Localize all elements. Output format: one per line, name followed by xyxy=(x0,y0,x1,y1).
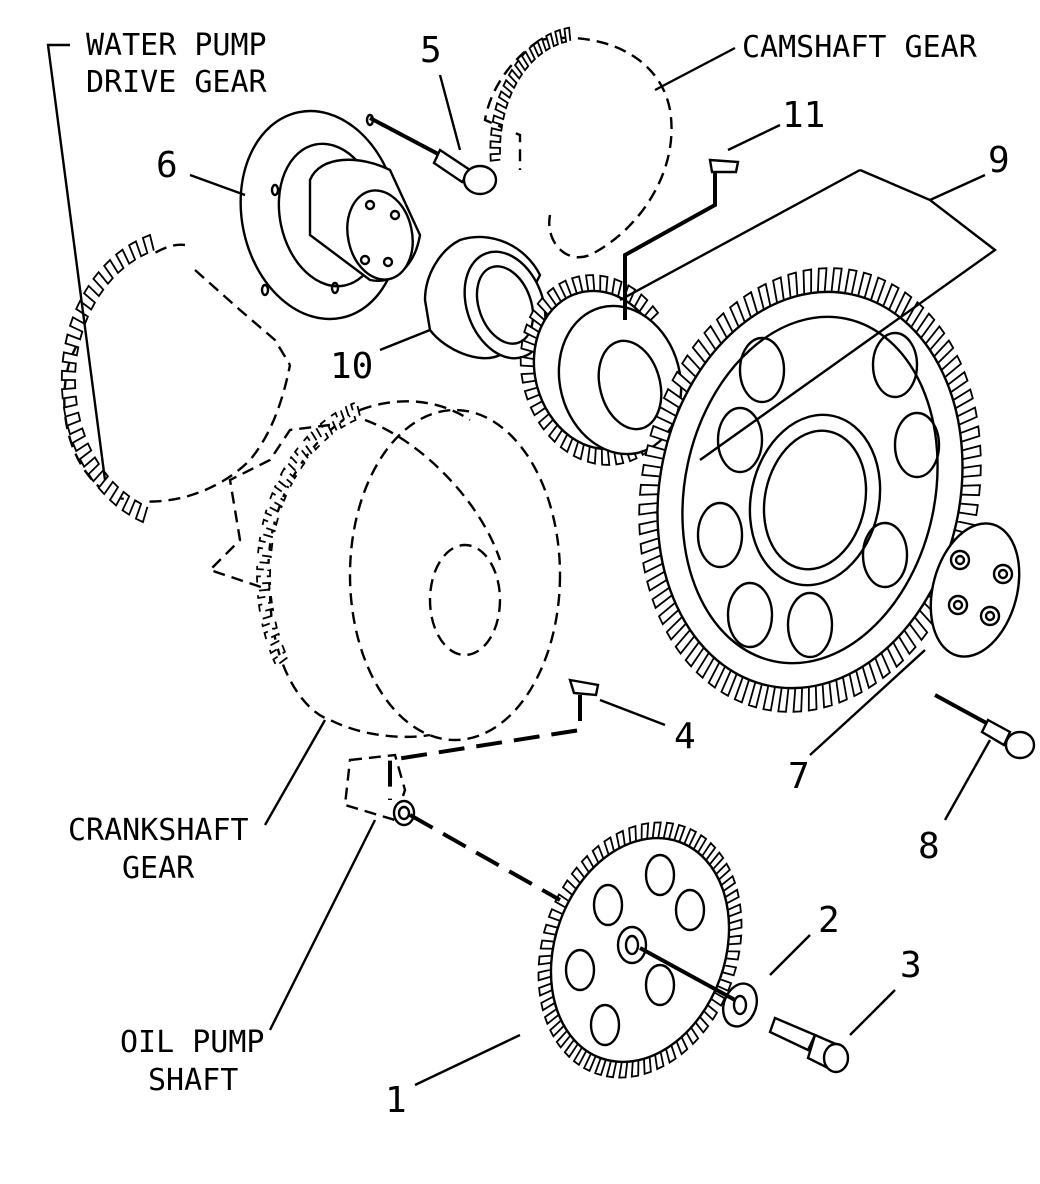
text-labels: WATER PUMP DRIVE GEAR CAMSHAFT GEAR CRAN… xyxy=(68,28,1010,1121)
callout-7: 7 xyxy=(788,756,810,797)
oil-pump-shaft xyxy=(343,753,416,827)
callout-11: 11 xyxy=(782,95,825,136)
callout-6: 6 xyxy=(156,145,178,186)
gear-teeth xyxy=(256,400,362,668)
callout-10: 10 xyxy=(330,346,373,387)
callout-8: 8 xyxy=(918,826,940,867)
bolt-8 xyxy=(934,693,1036,760)
label-crankshaft-line1: CRANKSHAFT xyxy=(68,813,249,848)
retaining-plate-7 xyxy=(929,522,1021,658)
gear-teeth xyxy=(489,26,572,162)
label-water-pump-line2: DRIVE GEAR xyxy=(86,65,268,100)
bushing-10 xyxy=(423,235,547,360)
washer-2 xyxy=(721,982,759,1028)
bolt-5 xyxy=(369,116,498,196)
label-oil-pump-line2: SHAFT xyxy=(148,1063,238,1098)
crankshaft-gear xyxy=(207,400,562,742)
gear-teeth xyxy=(60,233,155,524)
label-camshaft-gear: CAMSHAFT GEAR xyxy=(742,30,978,65)
assembly-lines xyxy=(388,172,736,1002)
leader-lines xyxy=(46,43,998,1087)
callout-3: 3 xyxy=(900,945,922,986)
water-pump-drive-gear xyxy=(60,233,292,524)
callout-5: 5 xyxy=(420,30,442,71)
label-crankshaft-line2: GEAR xyxy=(122,851,195,886)
key-11 xyxy=(708,158,740,174)
water-pump-hub-6 xyxy=(239,109,422,321)
callout-9: 9 xyxy=(988,140,1010,181)
label-oil-pump-line1: OIL PUMP xyxy=(120,1025,265,1060)
callout-1: 1 xyxy=(385,1080,407,1121)
callout-4: 4 xyxy=(674,716,696,757)
camshaft-gear xyxy=(483,26,673,259)
bolt-3 xyxy=(768,1016,850,1074)
key-4 xyxy=(568,678,600,697)
label-water-pump-line1: WATER PUMP xyxy=(86,28,267,63)
callout-2: 2 xyxy=(818,900,840,941)
idler-gear-9 xyxy=(638,267,982,713)
idler-gear-small xyxy=(519,274,683,466)
